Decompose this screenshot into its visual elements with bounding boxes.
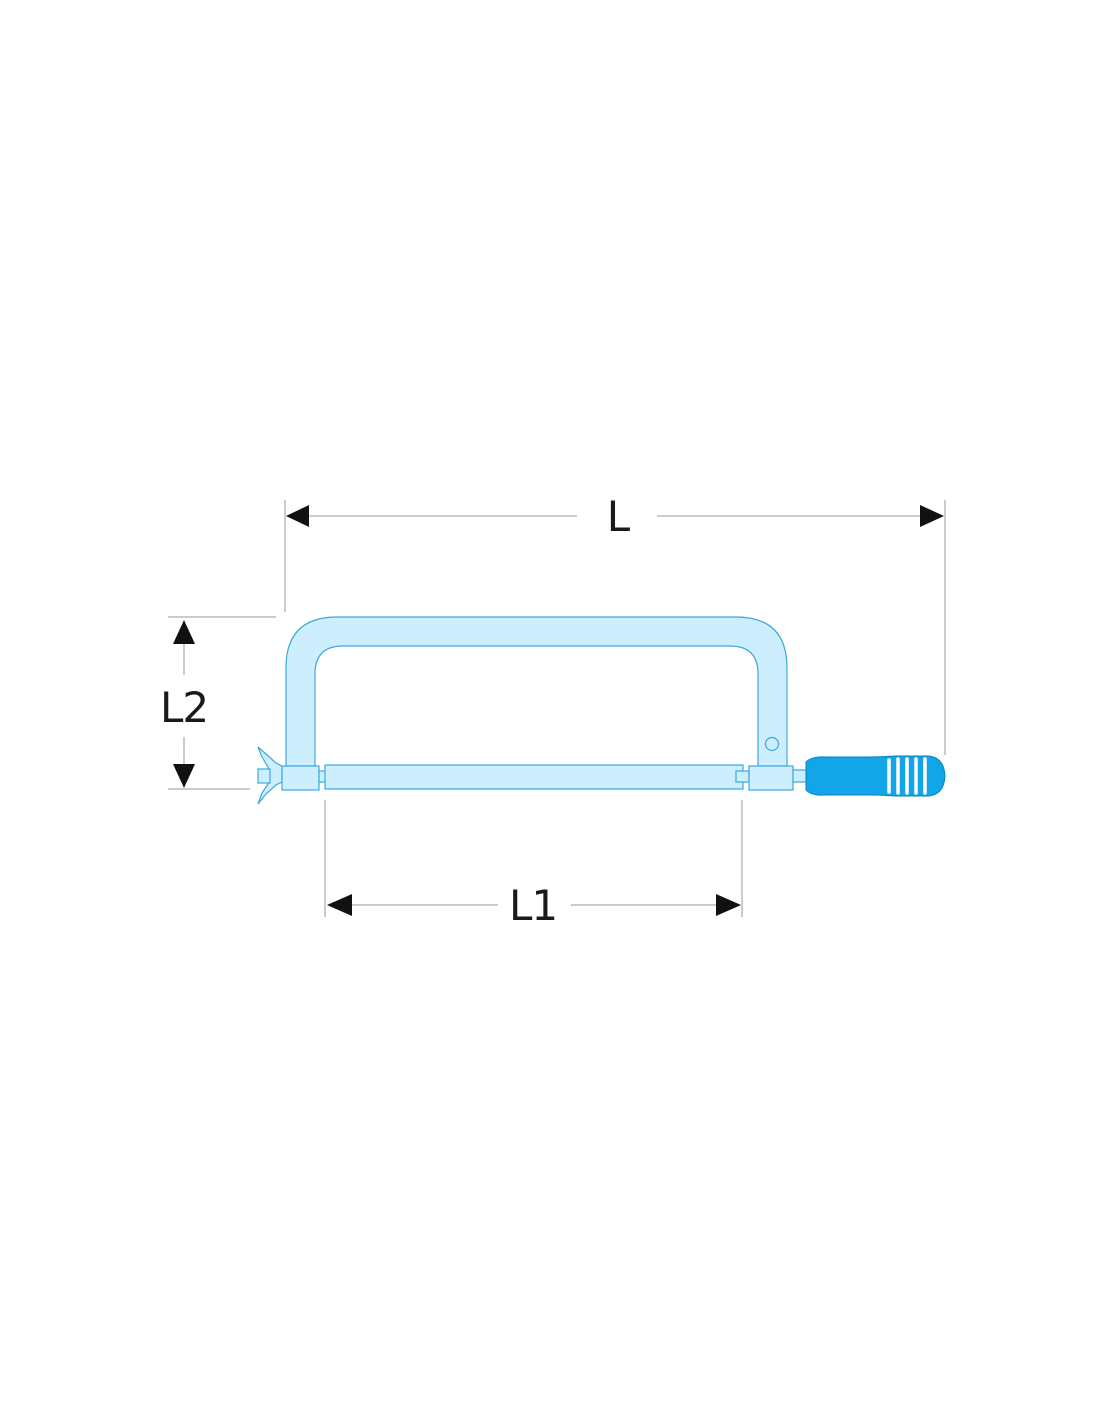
saw-frame (285, 616, 788, 767)
right-clamp-block (748, 765, 794, 791)
arrow-left-icon (286, 505, 309, 527)
arrow-up-icon (173, 620, 195, 644)
right-blade-pin (735, 770, 750, 783)
dimension-L1: L1 (327, 881, 741, 930)
left-clamp-block (281, 765, 320, 791)
saw-blade (324, 764, 744, 790)
arrow-down-icon (173, 764, 195, 788)
frame-rivet (764, 736, 780, 752)
handle-tang (792, 769, 808, 783)
arrow-left-icon (327, 894, 352, 916)
wing-nut-center (257, 768, 271, 784)
dimension-label-L: L (607, 492, 631, 541)
handle-grip-stripes (887, 757, 927, 795)
dimension-L2: L2 (160, 620, 209, 788)
dimension-label-L1: L1 (509, 881, 557, 930)
dimension-label-L2: L2 (160, 683, 208, 732)
arrow-right-icon (716, 894, 741, 916)
hacksaw-illustration (257, 616, 946, 805)
saw-handle (805, 755, 946, 797)
dimension-L: L (286, 492, 944, 541)
arrow-right-icon (920, 505, 944, 527)
